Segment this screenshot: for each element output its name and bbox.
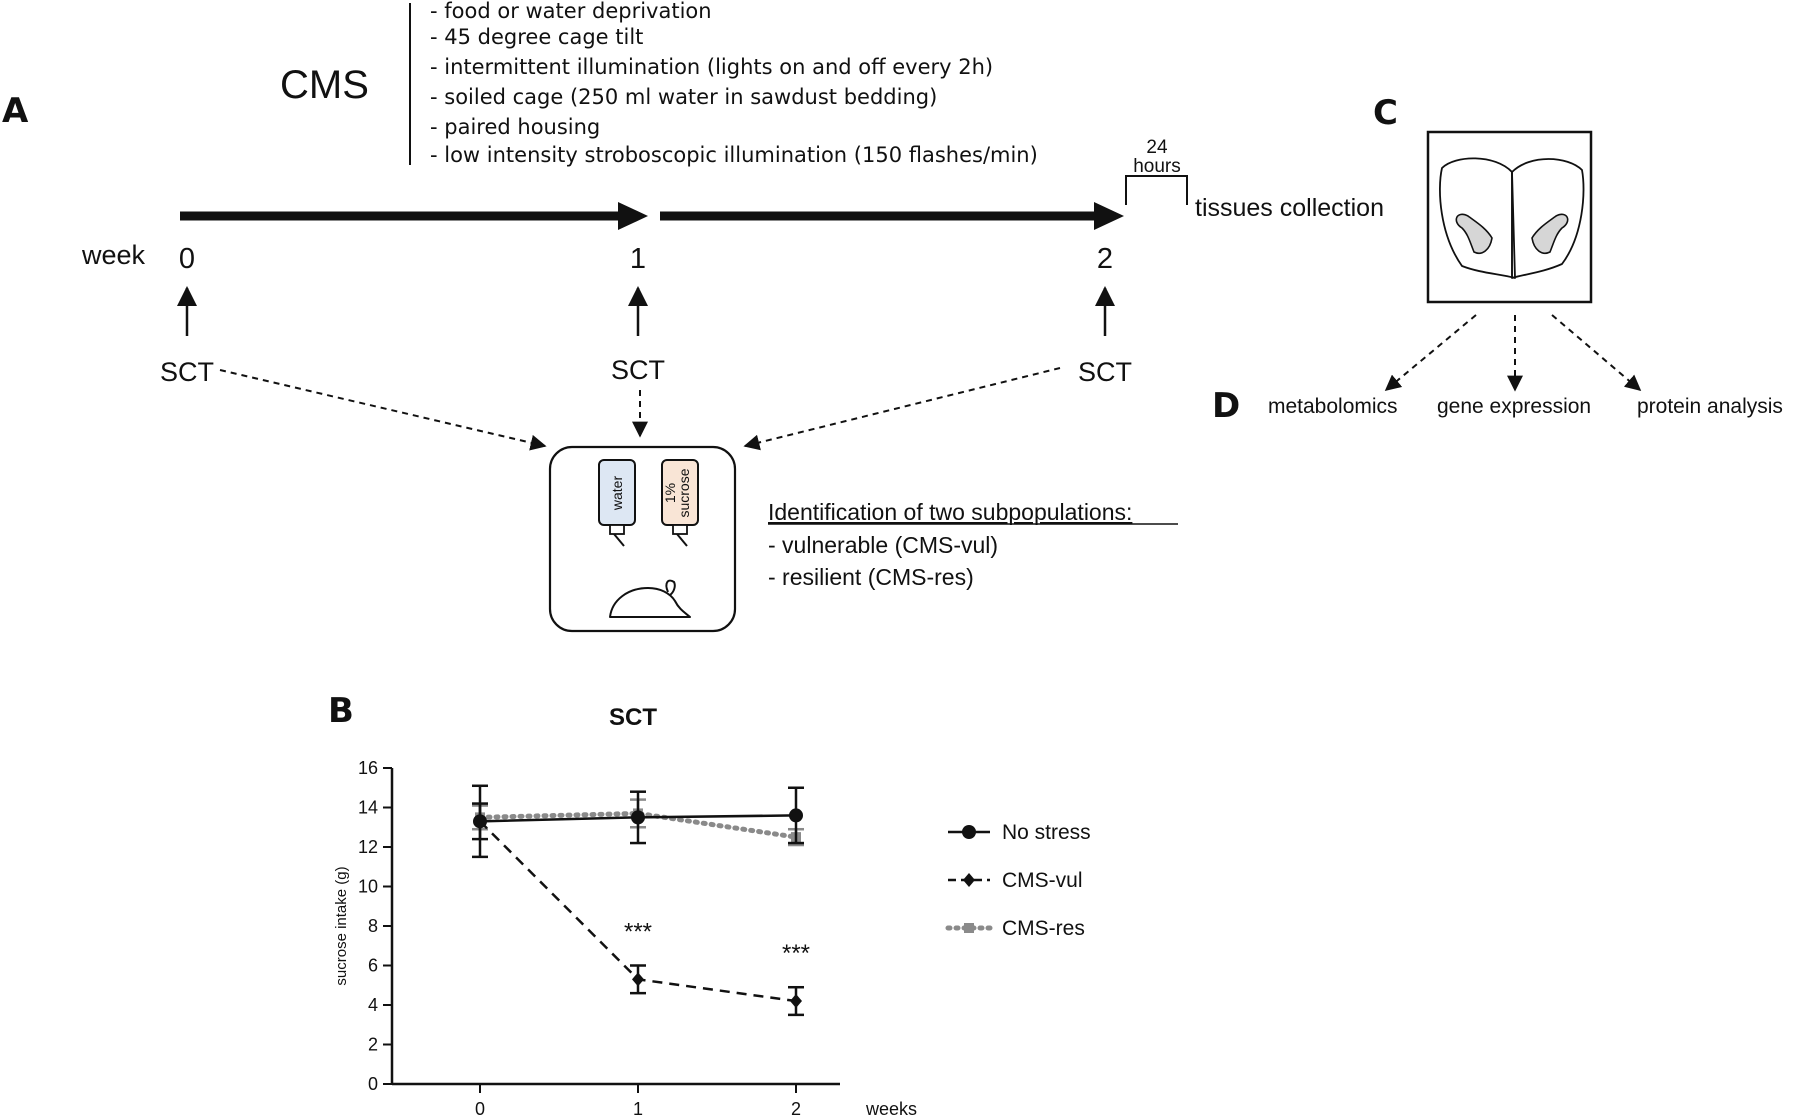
- series-layer: [472, 784, 804, 1017]
- y-tick-label: 0: [368, 1074, 378, 1094]
- analysis-gene-expression: gene expression: [1437, 395, 1591, 418]
- data-point: [632, 972, 644, 987]
- brain-region-right: [1531, 213, 1569, 254]
- significance-annotations: *** ***: [624, 919, 810, 968]
- tissues-collection-label: tissues collection: [1195, 194, 1384, 222]
- legend-swatch-marker: [964, 923, 974, 933]
- timeline-arrow-week0-1: [180, 202, 648, 230]
- y-tick-label: 4: [368, 995, 378, 1015]
- chart-title: SCT: [609, 704, 657, 731]
- identification-item-resilient: - resilient (CMS-res): [768, 564, 974, 590]
- week-0-label: 0: [179, 243, 195, 275]
- y-axis-ticks: 0 2 4 6 8 10 12 14 16: [358, 758, 392, 1094]
- arrow-to-metabolomics: [1384, 314, 1477, 392]
- week-2-label: 2: [1097, 243, 1113, 275]
- data-point: [473, 814, 487, 829]
- legend-item: CMS-res: [945, 917, 1085, 940]
- y-tick-label: 6: [368, 956, 378, 976]
- identification-title: Identification of two subpopulations:: [768, 499, 1132, 525]
- x-tick-label: 2: [791, 1099, 801, 1118]
- panel-b-letter: B: [328, 691, 354, 731]
- hours-bracket: [1125, 175, 1188, 205]
- cms-item: - soiled cage (250 ml water in sawdust b…: [430, 85, 937, 109]
- test-cage: water 1% sucrose: [548, 445, 737, 633]
- cms-item: - paired housing: [430, 115, 600, 139]
- cms-item: - low intensity stroboscopic illuminatio…: [430, 143, 1038, 167]
- sucrose-bottle: 1% sucrose: [661, 459, 699, 547]
- cage-outline: [548, 445, 737, 633]
- legend-item: No stress: [948, 821, 1091, 844]
- analysis-metabolomics: metabolomics: [1268, 395, 1398, 418]
- legend-swatch-marker: [963, 873, 975, 887]
- water-bottle: water: [598, 459, 636, 547]
- y-tick-label: 2: [368, 1035, 378, 1055]
- x-axis-ticks: 0 1 2: [475, 1084, 801, 1118]
- panel-c-letter: C: [1373, 93, 1398, 133]
- legend-label: No stress: [1002, 821, 1091, 844]
- sct-week0-to-cage-arrow: [219, 369, 547, 451]
- arrow-to-protein-analysis: [1551, 314, 1642, 392]
- significance-marker: ***: [782, 940, 810, 967]
- identification-item-vulnerable: - vulnerable (CMS-vul): [768, 532, 998, 558]
- x-tick-label: 0: [475, 1099, 485, 1118]
- sct-week2-to-cage-arrow: [743, 367, 1061, 451]
- data-point: [631, 810, 645, 825]
- y-tick-label: 12: [358, 837, 378, 857]
- brain-region-left: [1455, 213, 1493, 254]
- y-tick-label: 16: [358, 758, 378, 778]
- sucrose-bottle-label-2: sucrose: [676, 468, 692, 517]
- y-axis-label: sucrose intake (g): [333, 866, 350, 985]
- legend-label: CMS-vul: [1002, 869, 1083, 892]
- legend-label: CMS-res: [1002, 917, 1085, 940]
- y-tick-label: 14: [358, 798, 378, 818]
- data-point: [790, 994, 802, 1009]
- sct-week2-label: SCT: [1078, 357, 1132, 387]
- cms-item: - 45 degree cage tilt: [430, 25, 643, 49]
- brain-section-frame: [1426, 130, 1593, 304]
- y-tick-label: 10: [358, 877, 378, 897]
- legend-swatch-marker: [962, 825, 976, 839]
- week-1-label: 1: [630, 243, 646, 275]
- significance-marker: ***: [624, 919, 652, 946]
- cms-item: - food or water deprivation: [430, 0, 712, 23]
- x-tick-label: 1: [633, 1099, 643, 1118]
- timeline-arrow-week1-2: [660, 202, 1124, 230]
- cms-item: - intermittent illumination (lights on a…: [430, 55, 993, 79]
- panel-d-letter: D: [1212, 386, 1240, 426]
- panel-a-letter: A: [2, 91, 29, 131]
- brain-section-icon: [1439, 157, 1585, 279]
- sct-week1-label: SCT: [611, 355, 665, 385]
- mouse-icon: [609, 579, 691, 618]
- cms-stressor-list: - food or water deprivation - 45 degree …: [430, 0, 1038, 167]
- sucrose-bottle-label-1: 1%: [662, 483, 678, 503]
- cms-title: CMS: [280, 63, 369, 107]
- y-tick-label: 8: [368, 916, 378, 936]
- sct-week0-label: SCT: [160, 357, 214, 387]
- legend-item: CMS-vul: [948, 869, 1083, 892]
- hours-number: 24: [1146, 137, 1168, 158]
- series-no-stress: [472, 784, 804, 859]
- x-axis-label: weeks: [865, 1099, 917, 1118]
- data-point: [789, 808, 803, 823]
- week-label: week: [81, 240, 146, 270]
- hours-unit: hours: [1133, 156, 1181, 177]
- water-bottle-label: water: [609, 476, 625, 512]
- analysis-protein-analysis: protein analysis: [1637, 395, 1783, 418]
